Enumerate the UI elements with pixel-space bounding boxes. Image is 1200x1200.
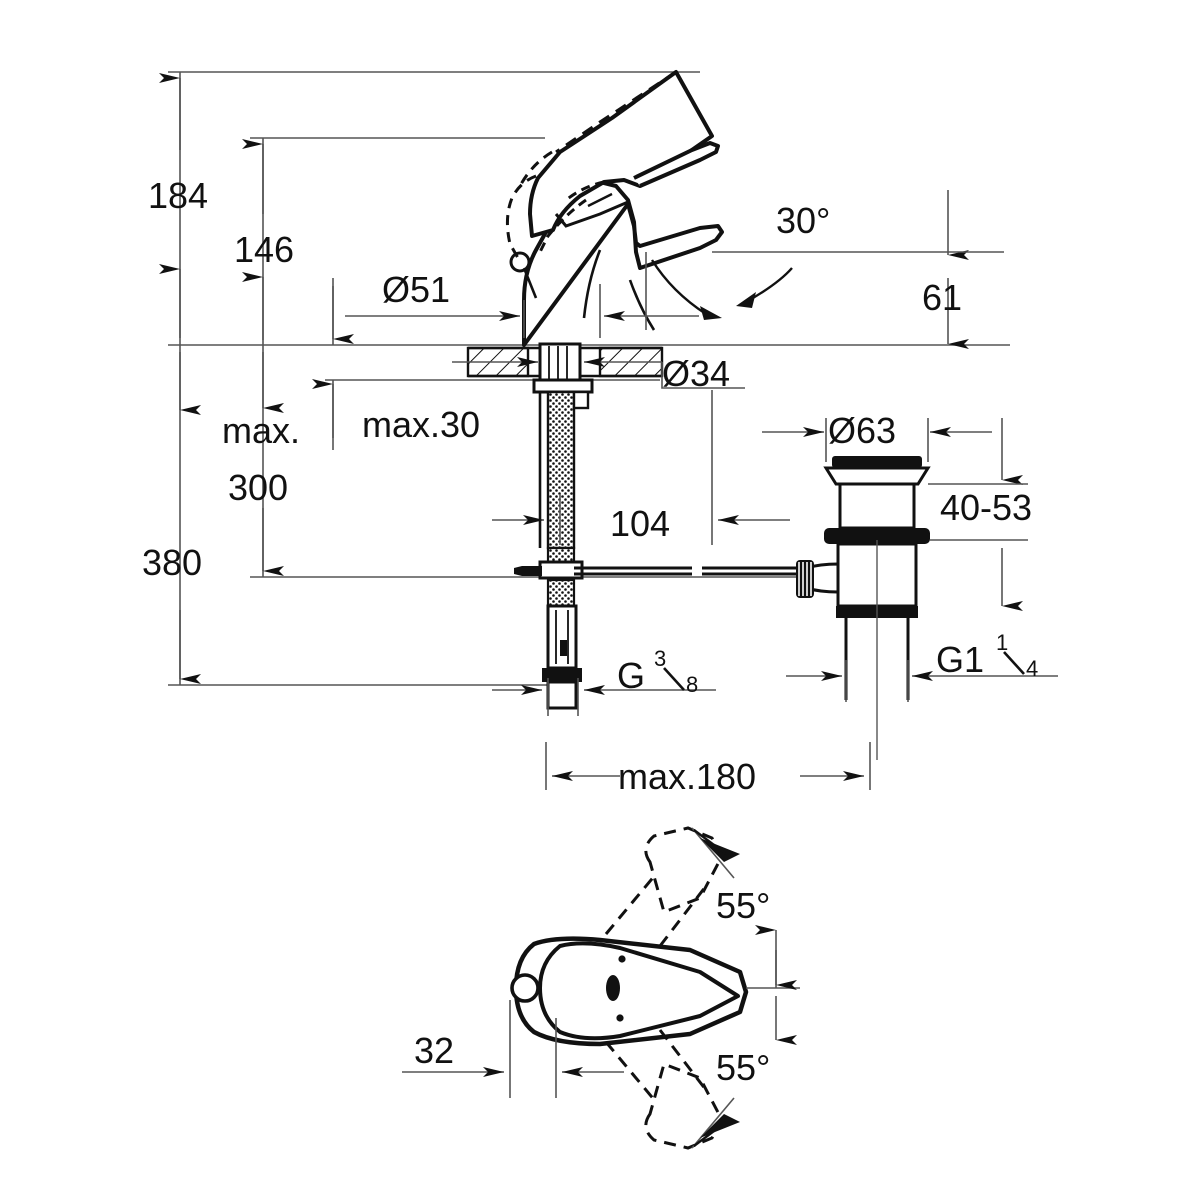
dim-max-label: max.	[222, 410, 300, 451]
dim-d34: Ø34	[452, 353, 745, 394]
dim-55deg-lower-label: 55°	[716, 1047, 770, 1088]
dim-55deg-upper-label: 55°	[716, 885, 770, 926]
dim-d63: Ø63	[762, 410, 992, 462]
dim-32-label: 32	[414, 1030, 454, 1071]
dim-380-label: 380	[142, 542, 202, 583]
dim-max-30: max.30	[312, 278, 480, 450]
dim-32: 32	[402, 1000, 624, 1098]
dim-g38-numerator: 3	[654, 646, 666, 671]
mounting-shank-assembly	[514, 342, 594, 710]
dim-d34-label: Ø34	[662, 353, 730, 394]
dim-d51: Ø51	[345, 269, 699, 338]
dim-184: 184	[148, 72, 208, 345]
dim-40-53: 40-53	[928, 418, 1032, 611]
dim-55deg-upper: 55°	[691, 827, 797, 990]
dim-max-300: max. 300	[222, 345, 300, 577]
pop-up-waste-assembly	[796, 456, 931, 760]
dim-g114-numerator: 1	[996, 630, 1008, 655]
dim-146-label: 146	[234, 229, 294, 270]
elevation-faucet-body	[505, 70, 724, 347]
dim-55deg-lower: 55°	[691, 996, 797, 1149]
plan-view-handle	[510, 936, 800, 1047]
dim-g114-label: G1	[936, 639, 984, 680]
connecting-pipe	[574, 566, 800, 576]
dim-g38-denominator: 8	[686, 672, 698, 697]
dim-104: 104	[492, 390, 790, 545]
dim-g114: G1 1 4	[786, 630, 1058, 702]
dim-184-label: 184	[148, 175, 208, 216]
dim-40-53-label: 40-53	[940, 487, 1032, 528]
dim-d51-label: Ø51	[382, 269, 450, 310]
extension-lines	[168, 71, 1010, 686]
dim-max180-label: max.180	[618, 756, 756, 797]
dim-g38-label: G	[617, 655, 645, 696]
dim-61-label: 61	[922, 277, 962, 318]
dim-d63-label: Ø63	[828, 410, 896, 451]
dim-61: 61	[880, 190, 1004, 349]
dim-g114-denominator: 4	[1026, 656, 1038, 681]
dim-max-180: max.180	[545, 742, 871, 797]
dim-146: 146	[234, 138, 294, 345]
dim-g38: G 3 8	[492, 646, 716, 716]
dim-max30-label: max.30	[362, 404, 480, 445]
dim-380: 380	[142, 345, 202, 685]
dim-300-label: 300	[228, 467, 288, 508]
dim-30deg-label: 30°	[776, 200, 830, 241]
dim-104-label: 104	[610, 503, 670, 544]
plan-view-swivel-ghosts	[604, 826, 724, 1150]
dim-30deg: 30°	[645, 200, 880, 330]
